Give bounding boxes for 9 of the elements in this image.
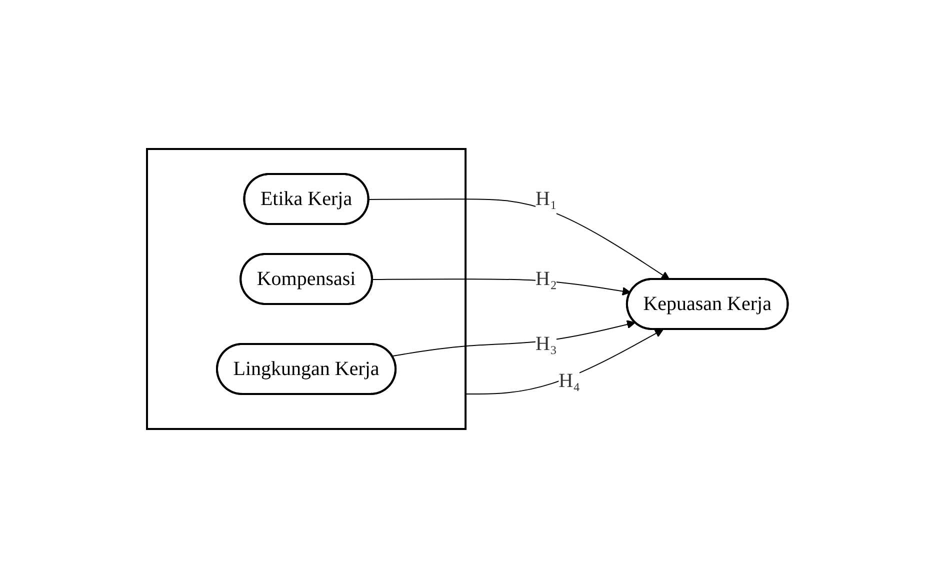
arrow	[392, 320, 636, 357]
arrow	[368, 198, 670, 280]
edge-label: H₄	[558, 370, 580, 392]
edge-label: H₃	[536, 332, 558, 355]
arrow	[465, 329, 664, 394]
edge-label: H₂	[536, 268, 558, 290]
edge-label: H₁	[536, 188, 558, 210]
cluster	[146, 148, 467, 430]
arrow	[372, 278, 632, 296]
